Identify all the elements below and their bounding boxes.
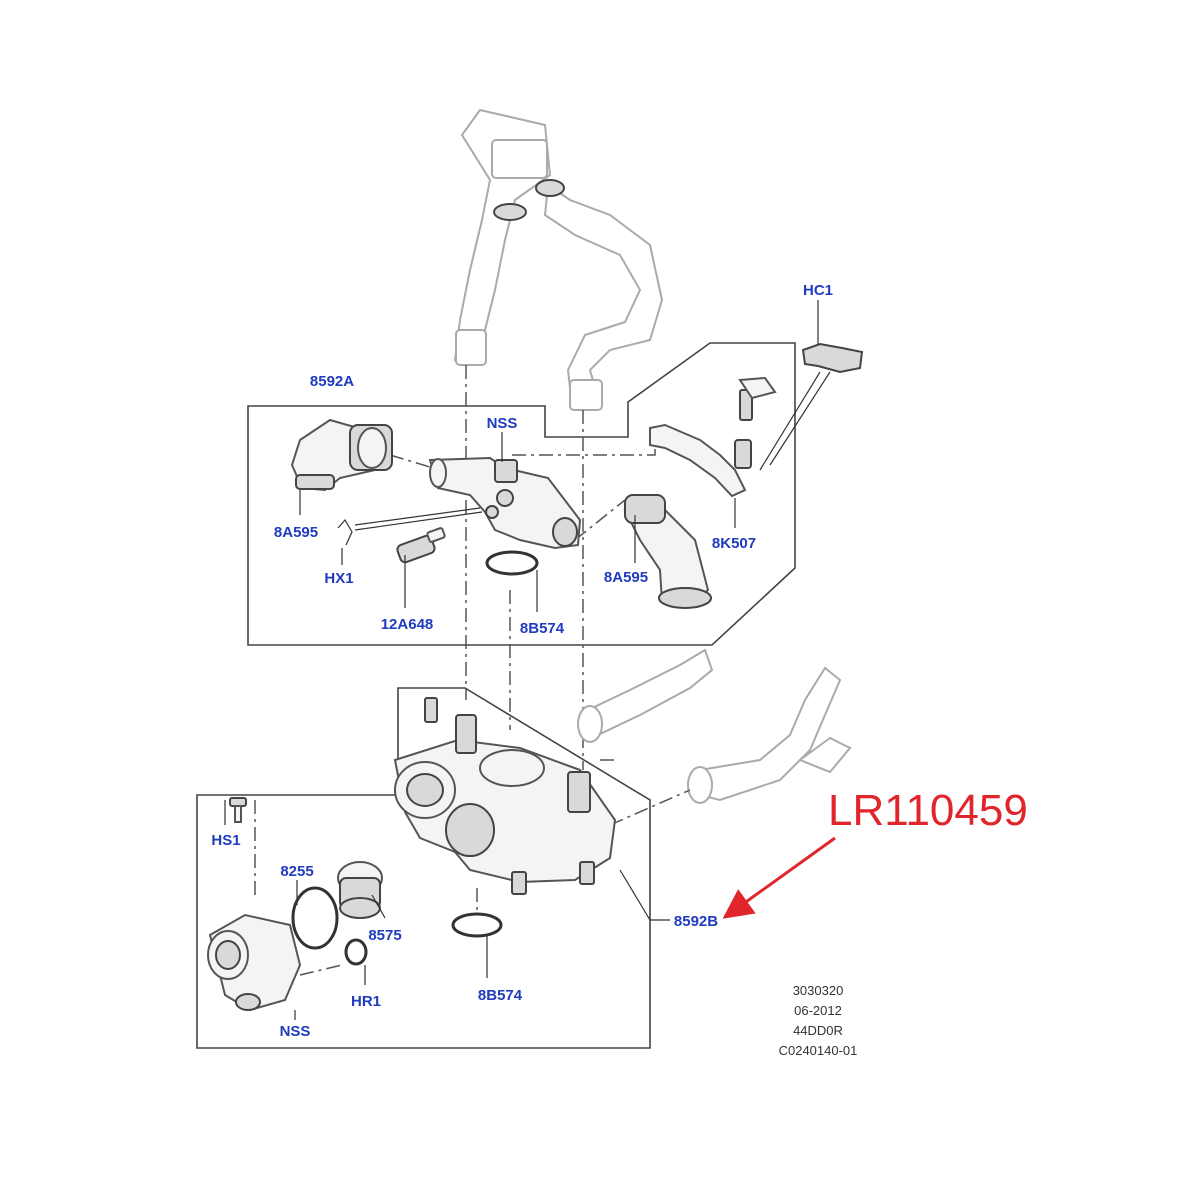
callout-8b574-top: 8B574 — [520, 620, 565, 637]
reference-block: 3030320 06-2012 44DD0R C0240140-01 — [779, 983, 858, 1058]
reference-line-3: 44DD0R — [793, 1023, 843, 1038]
o-ring-bottom — [451, 912, 503, 938]
seal-ring — [344, 938, 368, 966]
callout-8k507: 8K507 — [712, 535, 756, 552]
reference-line-1: 3030320 — [793, 983, 844, 998]
temperature-sensor — [396, 527, 446, 564]
hose-clip — [801, 342, 864, 374]
lower-kit-outline — [196, 687, 651, 1049]
callout-8592b: 8592B — [674, 913, 718, 930]
bolt — [229, 797, 247, 823]
callout-8255: 8255 — [280, 863, 313, 880]
reference-line-4: C0240140-01 — [779, 1043, 858, 1058]
part-number-annotation: LR110459 — [828, 786, 1028, 835]
coolant-elbow-hose-left — [290, 418, 393, 492]
right-hose-assembly — [577, 648, 852, 804]
callout-8a595-right: 8A595 — [604, 569, 648, 586]
annotation-arrow — [722, 836, 836, 919]
callout-nss-bottom: NSS — [280, 1023, 311, 1040]
thermostat — [337, 861, 383, 919]
o-ring-top — [485, 550, 539, 576]
reference-line-2: 06-2012 — [794, 1003, 842, 1018]
callout-hs1: HS1 — [211, 832, 240, 849]
callout-nss-top: NSS — [487, 415, 518, 432]
callout-hc1: HC1 — [803, 282, 833, 299]
callout-8b574-bottom: 8B574 — [478, 987, 523, 1004]
thermostat-housing — [393, 697, 617, 895]
callout-8a595-left: 8A595 — [274, 524, 318, 541]
callout-8592a: 8592A — [310, 373, 354, 390]
callout-hx1: HX1 — [324, 570, 353, 587]
gasket — [291, 886, 339, 950]
upper-hose-assembly — [453, 108, 664, 411]
bleed-pipe — [649, 376, 777, 498]
upper-kit-outline — [247, 342, 796, 646]
thermostat-cover — [207, 913, 302, 1012]
callout-12a648: 12A648 — [381, 616, 434, 633]
coolant-outlet-housing — [428, 456, 582, 550]
callout-8575: 8575 — [368, 927, 401, 944]
coolant-elbow-hose-right — [623, 494, 712, 609]
callout-hr1: HR1 — [351, 993, 381, 1010]
retaining-clip-hx1 — [337, 518, 353, 546]
